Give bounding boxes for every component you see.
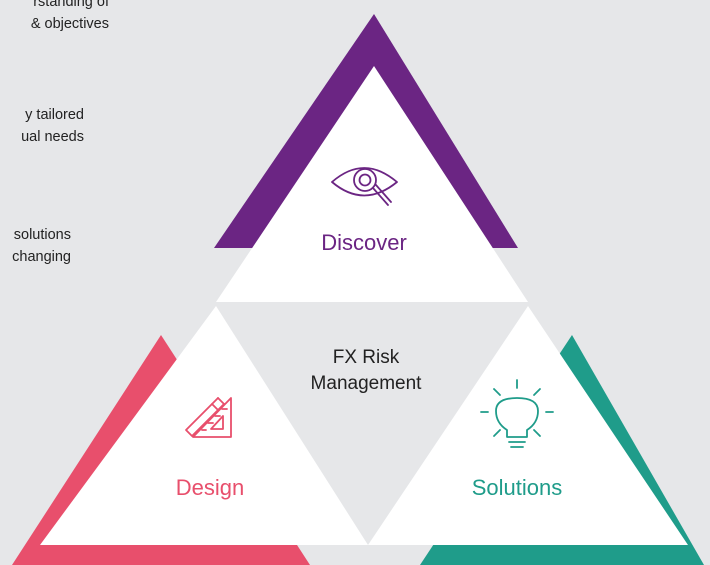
side-note-line: ual needs (21, 129, 84, 145)
solutions-white-triangle (368, 306, 688, 545)
side-note-tailored: y tailored ual needs (0, 104, 84, 148)
lightbulb-icon (480, 379, 554, 448)
side-note-solutions: solutions changing (0, 224, 71, 268)
center-title-line-2: Management (311, 373, 423, 394)
side-note-line: rstanding of (33, 0, 109, 10)
side-note-line: changing (12, 249, 71, 265)
eye-magnifier-icon (331, 167, 398, 206)
side-note-line: solutions (13, 227, 71, 243)
solutions-label: Solutions (472, 475, 563, 500)
discover-white-triangle (216, 66, 528, 302)
side-note-line: & objectives (30, 16, 109, 32)
center-title-line-1: FX Risk (333, 347, 400, 368)
design-label: Design (176, 475, 244, 500)
discover-label: Discover (321, 230, 407, 255)
side-note-line: y tailored (25, 107, 84, 123)
ruler-pencil-icon (185, 397, 232, 438)
side-note-understanding: rstanding of & objectives (0, 0, 109, 35)
